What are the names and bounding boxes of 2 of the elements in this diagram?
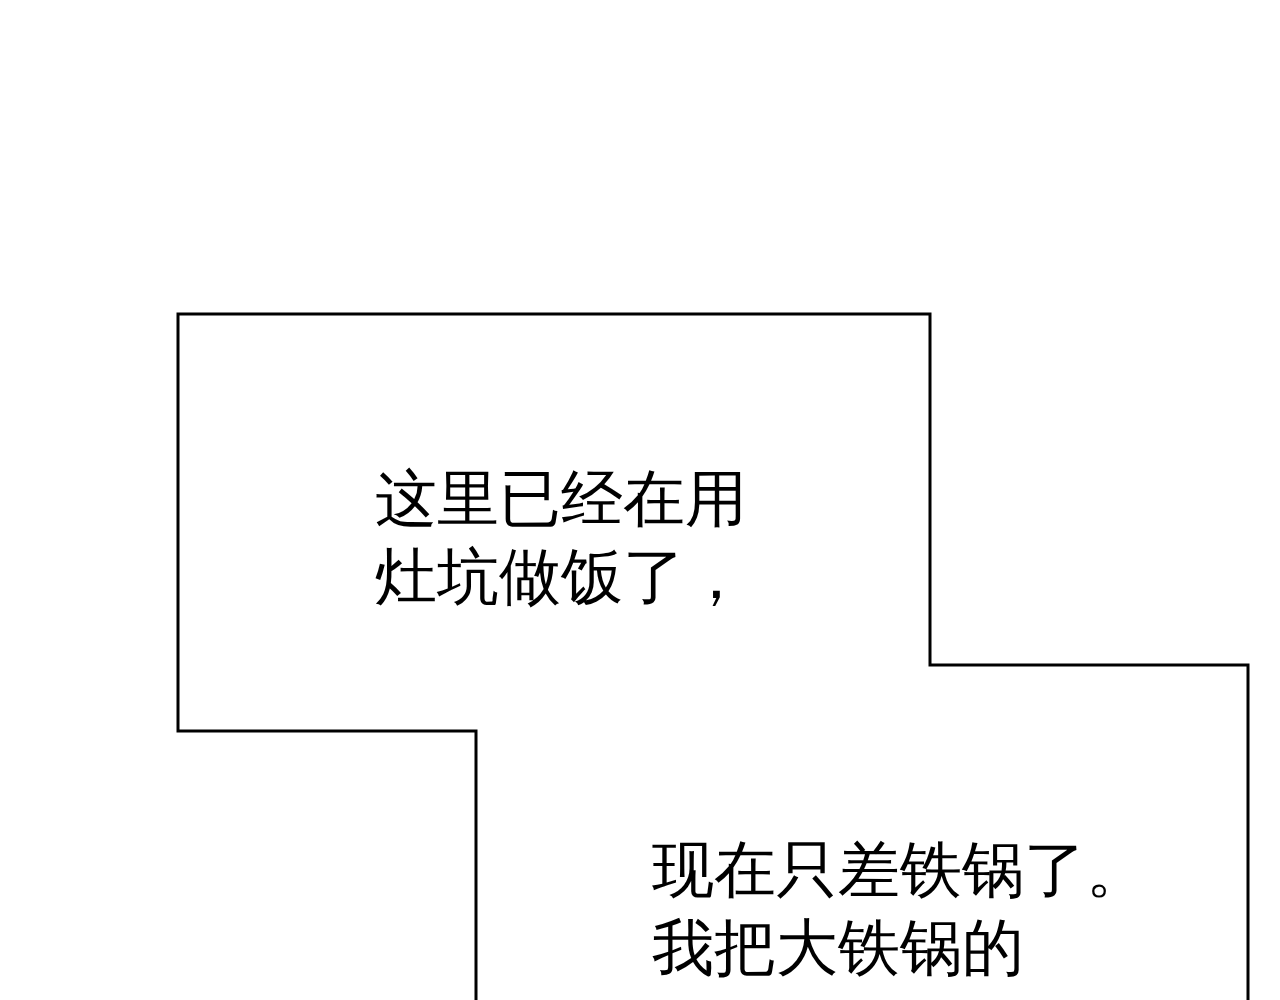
dialogue-text: 这里已经在用灶坑做饭了，	[375, 461, 748, 615]
dialogue-text: 现在只差铁锅了。我把大铁锅的	[652, 832, 1149, 986]
